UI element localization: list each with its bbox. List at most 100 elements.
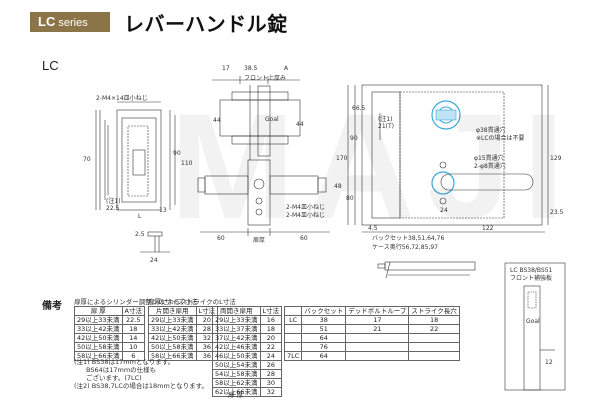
- table-cell: 38: [301, 315, 347, 325]
- footnote-4: (注2) BS38,7LCの場合は18mmとなります。: [74, 382, 208, 390]
- table-cell: 16: [259, 315, 283, 325]
- footnote-1: (注1) BS38は17mmとなります。: [74, 358, 175, 366]
- detail-21t: 21(T): [378, 123, 394, 130]
- table-cell: 18: [121, 324, 146, 334]
- backset-label: バックセット38,51,64,76: [372, 235, 444, 242]
- table-cell: 42以上50未満: [74, 333, 123, 343]
- front-thickness-label: フロント上厚み: [244, 74, 286, 82]
- table2b-header: 両開き扉用: [212, 306, 261, 316]
- dim-23-5: 23.5: [550, 209, 564, 216]
- table-cell: [345, 333, 410, 343]
- hole1-label: φ38貫通穴: [476, 126, 506, 134]
- table1-caption: 扉厚によるシリンダー調整ンのサイズ寸法: [74, 298, 198, 306]
- table-cell: 29以上33未満: [148, 315, 197, 325]
- dim-129: 129: [550, 155, 562, 162]
- case-depth-label: ケース奥行56,72,85,97: [372, 243, 438, 251]
- table-cell: 28: [259, 369, 283, 379]
- dim-60b: 60: [300, 235, 308, 242]
- hole3-label: 2-φ8貫通穴: [474, 162, 506, 170]
- screw-label-2: 2-M4皿小ねじ: [286, 203, 325, 211]
- footnote-2: BS64は17mmの仕様も: [86, 366, 157, 374]
- table-cell: 54以上58未満: [212, 369, 261, 379]
- table-cell: 50以上58未満: [74, 342, 123, 352]
- dim-122: 122: [482, 225, 494, 232]
- cylinder-keyway: [435, 109, 457, 121]
- dim-4-5: 4.5: [368, 225, 378, 232]
- page-title: レバーハンドル錠: [124, 12, 288, 36]
- table3-header: デッドボルトループ: [345, 306, 410, 316]
- table1-header: A寸法: [121, 306, 146, 316]
- brand-label: Goal: [265, 116, 279, 123]
- table-cell: 37以上42未満: [212, 333, 261, 343]
- dim-170: 170: [336, 155, 348, 162]
- table3-header: [283, 306, 303, 316]
- latch-side-drawing: [377, 261, 476, 279]
- dim-44b: 44: [296, 121, 304, 128]
- dim-44a: 44: [213, 117, 221, 124]
- inset-brand: Goal: [526, 318, 540, 325]
- dim-70: 70: [83, 156, 91, 163]
- table3-header: ストライク長穴: [408, 306, 460, 316]
- table-cell: 46以上50未満: [212, 351, 261, 361]
- table-cell: 22.5: [121, 315, 146, 325]
- dim-2-5: 2.5: [135, 231, 145, 238]
- notes-label: 備考: [42, 301, 62, 312]
- table-cell: [408, 342, 460, 352]
- dim-38-5: 38.5: [244, 65, 258, 72]
- table-cell: 14: [121, 333, 146, 343]
- dim-L: L: [138, 213, 142, 220]
- table-cell: [283, 342, 303, 352]
- lock-front-drawing: (注1) 21(T) φ38貫通穴 ※LCの場合は不要 φ15貫通穴 2-φ8貫…: [336, 84, 564, 251]
- table-cell: 33以上42未満: [148, 324, 197, 334]
- table-cell: 24: [259, 351, 283, 361]
- table-cell: 64: [301, 333, 347, 343]
- table-cell: [408, 333, 460, 343]
- dim-17: 17: [222, 65, 230, 72]
- table-cell: 50以上54未満: [212, 360, 261, 370]
- table-cell: 33以上42未満: [74, 324, 123, 334]
- footnote-3: ございます。(7LC): [86, 374, 142, 382]
- screw-label-3: 2-M4皿小ねじ: [286, 211, 325, 219]
- dim-90: 90: [173, 150, 181, 157]
- door-thickness-caption: 扉 厚: [228, 391, 244, 399]
- dim-24: 24: [150, 257, 158, 264]
- table-cell: 42以上46未満: [212, 342, 261, 352]
- table-cell: 30: [259, 378, 283, 388]
- table1-header: 扉 厚: [74, 306, 123, 316]
- lever-spindle-circle: [431, 171, 455, 195]
- dim-13: 13: [159, 207, 167, 214]
- series-code: LC: [38, 14, 56, 29]
- model-label: LC: [42, 58, 59, 73]
- table-cell: 26: [259, 360, 283, 370]
- table-cell: 33以上37未満: [212, 324, 261, 334]
- table-row: 64: [283, 333, 460, 343]
- reinforcement-inset: LC BS38/BS51 フロント補強板 Goal 12: [504, 262, 566, 391]
- table-cell: 6: [121, 351, 146, 361]
- dim-48: 48: [334, 183, 342, 190]
- dim-24b: 24: [440, 207, 448, 214]
- dim-12: 12: [545, 359, 553, 366]
- table-cell: [345, 351, 410, 361]
- dim-80: 80: [346, 195, 354, 202]
